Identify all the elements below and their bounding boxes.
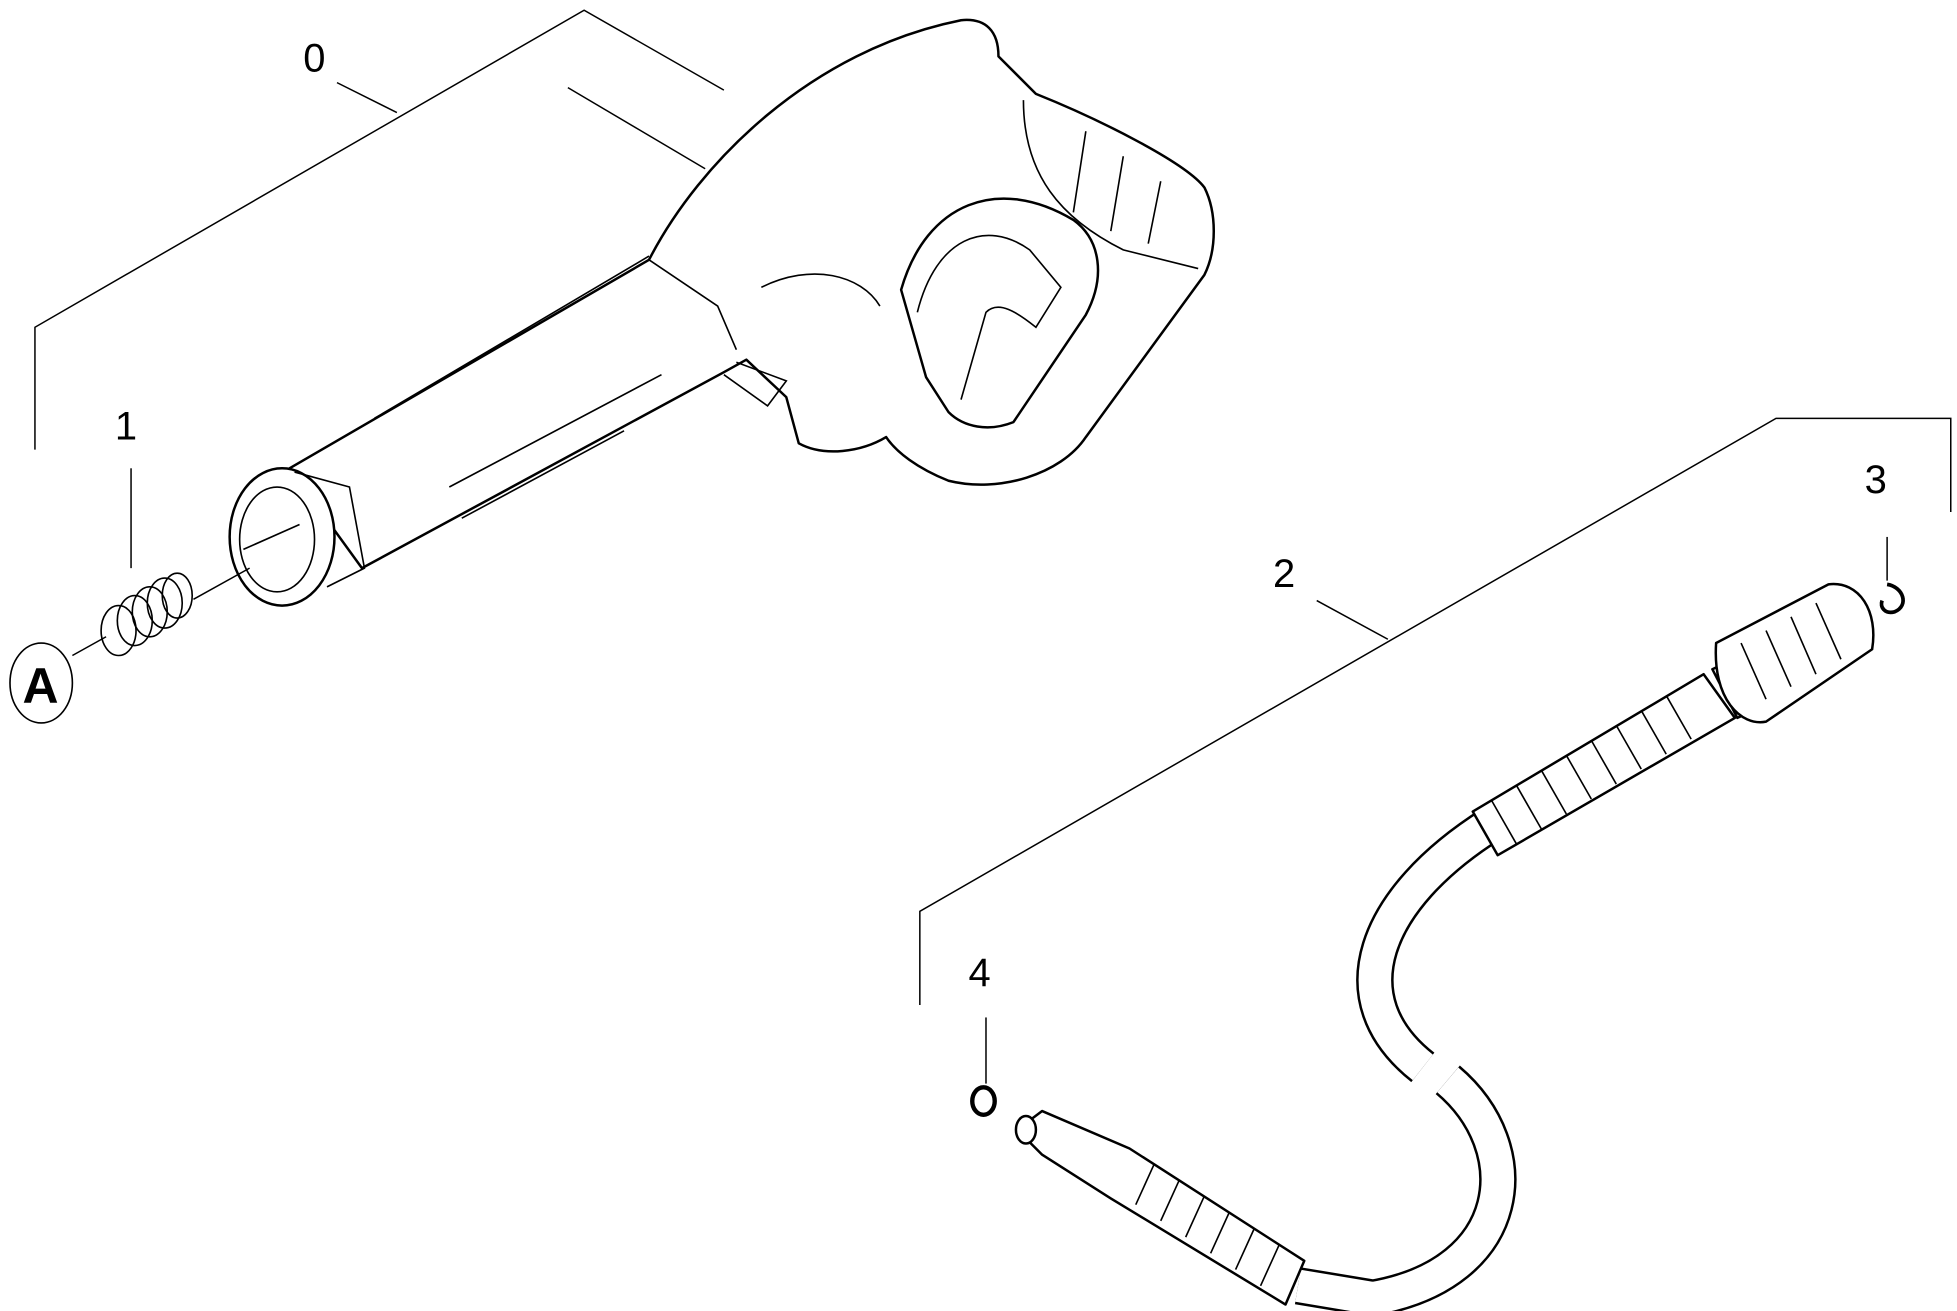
callout-label-0: 0 <box>303 36 325 80</box>
detail-marker-label: A <box>22 658 58 714</box>
callout-0-bracket <box>34 9 725 450</box>
hose-nut <box>1714 582 1875 724</box>
callout-label-2: 2 <box>1273 552 1295 596</box>
trigger-gun-part <box>228 18 1216 607</box>
o-ring-4-part <box>970 1085 997 1117</box>
gun-nozzle-ring <box>228 467 336 607</box>
callout-label-1: 1 <box>115 405 137 449</box>
callout-label-4: 4 <box>969 951 991 995</box>
detail-marker-a: A <box>9 642 74 724</box>
high-pressure-hose-part <box>1014 582 1875 1311</box>
callout-2-bracket <box>919 417 1952 1005</box>
o-ring-3-part <box>1879 582 1905 615</box>
callout-label-3: 3 <box>1865 458 1887 502</box>
spring-part <box>72 567 250 657</box>
